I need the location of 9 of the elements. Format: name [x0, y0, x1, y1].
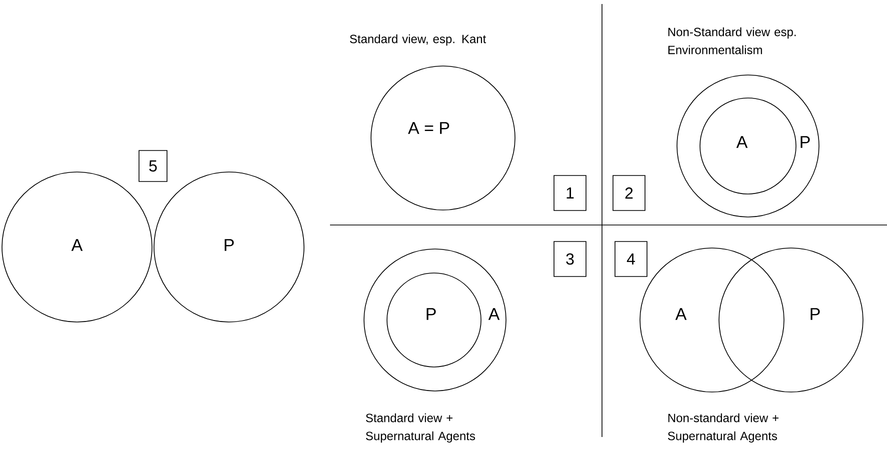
- number-box: 3: [554, 241, 586, 277]
- number-box: 1: [554, 175, 586, 211]
- number-box: 4: [614, 241, 648, 277]
- caption-text: Standard view + Supernatural Agents: [366, 413, 476, 443]
- number-box: 2: [612, 175, 646, 211]
- caption-text: Standard view, esp. Kant: [350, 34, 486, 46]
- caption-text: Non-standard view + Supernatural Agents: [668, 413, 778, 443]
- number-box: 5: [138, 150, 168, 182]
- caption-text: Non-Standard view esp. Environmentalism: [668, 27, 796, 54]
